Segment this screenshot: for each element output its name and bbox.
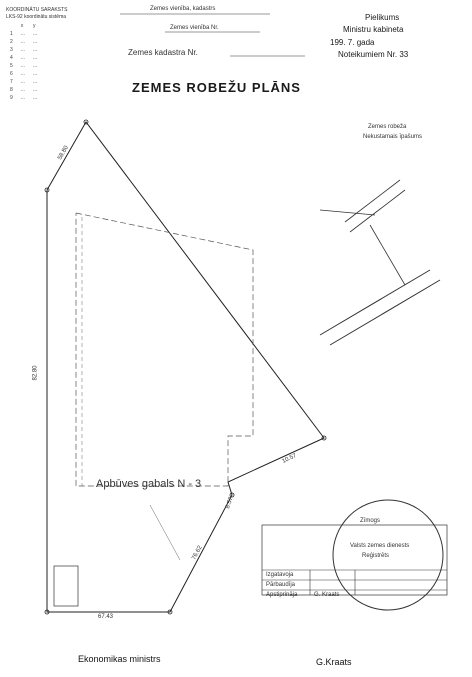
header-line-2: Zemes vienība Nr. <box>170 25 219 31</box>
dimension-left: 82.80 <box>32 365 39 381</box>
coord-header-1: KOORDINĀTU SARAKSTS <box>6 7 68 13</box>
page-title: ZEMES ROBEŽU PLĀNS <box>132 80 301 95</box>
small-structure <box>53 565 79 607</box>
table-row-3-name: G. Kraats <box>314 592 340 598</box>
cadastre-label: Zemes kadastra Nr. <box>128 48 198 57</box>
table-row: 4...... <box>10 55 38 61</box>
table-row: 5...... <box>10 63 38 69</box>
road-line <box>344 179 401 223</box>
building-outline <box>75 212 254 487</box>
coordinate-table: x y 1...... 2...... 3...... 4...... 5....… <box>6 22 41 102</box>
annex-line-1: Pielikums <box>365 13 400 22</box>
road-line <box>329 279 441 346</box>
plot-label: Apbūves gabals N - 3 <box>96 478 202 490</box>
coord-col-x: x <box>20 23 24 29</box>
vertex-marker <box>44 609 50 615</box>
stamp-line-2: Valsts zemes dienests <box>350 543 410 549</box>
vertex-marker <box>83 119 89 125</box>
road-line <box>349 189 406 233</box>
vertex-marker <box>321 435 327 441</box>
road-line <box>369 224 406 286</box>
legend-line-2: Nekustamais īpašums <box>363 134 423 140</box>
vertex-marker <box>44 187 50 193</box>
parcel-boundary <box>46 121 325 613</box>
table-row: 8...... <box>10 87 38 93</box>
annex-line-2: Ministru kabineta <box>343 25 404 34</box>
dimension-bottom: 67.43 <box>98 614 114 620</box>
road-line <box>319 269 431 336</box>
table-row: 2...... <box>10 39 38 45</box>
legend-line-1: Zemes robeža <box>368 124 407 130</box>
signature-table-frame <box>261 524 448 596</box>
annex-line-3: 199. 7. gada <box>330 38 375 47</box>
stamp-line-3: Reģistrēts <box>362 553 390 559</box>
vertex-marker <box>167 609 173 615</box>
coord-col-y: y <box>32 23 36 29</box>
header-line-1: Zemes vienība, kadastrs <box>150 6 216 12</box>
vertex-marker <box>229 492 235 498</box>
table-row: 1...... <box>10 31 38 37</box>
signature-left: Ekonomikas ministrs <box>78 654 161 664</box>
road-line <box>319 209 376 216</box>
road-line <box>149 504 181 561</box>
table-row-1: Izgatavoja <box>266 572 294 578</box>
table-row: 7...... <box>10 79 38 85</box>
table-row-2: Pārbaudīja <box>266 582 296 588</box>
signature-right: G.Kraats <box>316 657 352 667</box>
coordinate-list: KOORDINĀTU SARAKSTS LKS-92 koordinātu si… <box>6 8 67 102</box>
stamp-line-1: Zīmogs <box>360 518 381 524</box>
table-row: 6...... <box>10 71 38 77</box>
table-row: 3...... <box>10 47 38 53</box>
coord-header-2: LKS-92 koordinātu sistēma <box>6 14 67 20</box>
stamp-circle <box>332 499 444 611</box>
table-row: 9...... <box>10 95 38 101</box>
annex-line-4: Noteikumiem Nr. 33 <box>338 50 409 59</box>
table-row-3: Apstiprināja <box>266 592 298 598</box>
